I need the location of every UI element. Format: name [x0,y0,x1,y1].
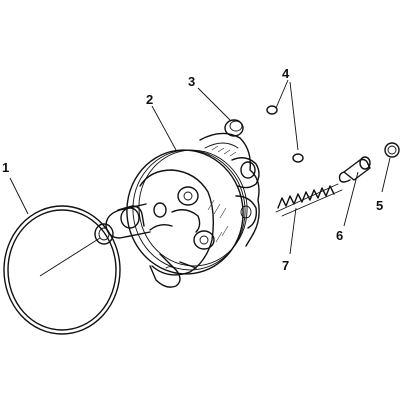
plug-cap [224,119,244,137]
callout-5: 5 [376,198,383,213]
callout-1: 1 [2,160,9,175]
coil-spring [275,183,343,217]
callout-2: 2 [146,92,153,107]
snap-ring [384,142,400,158]
leader-lines [9,79,391,277]
callout-4: 4 [282,66,290,81]
callout-3: 3 [188,74,195,89]
small-o-rings [266,105,304,163]
callout-7: 7 [282,258,289,273]
large-o-ring-gasket [3,205,121,335]
callout-6: 6 [336,228,343,243]
pump-body [94,132,260,288]
valve-plunger [338,156,371,183]
